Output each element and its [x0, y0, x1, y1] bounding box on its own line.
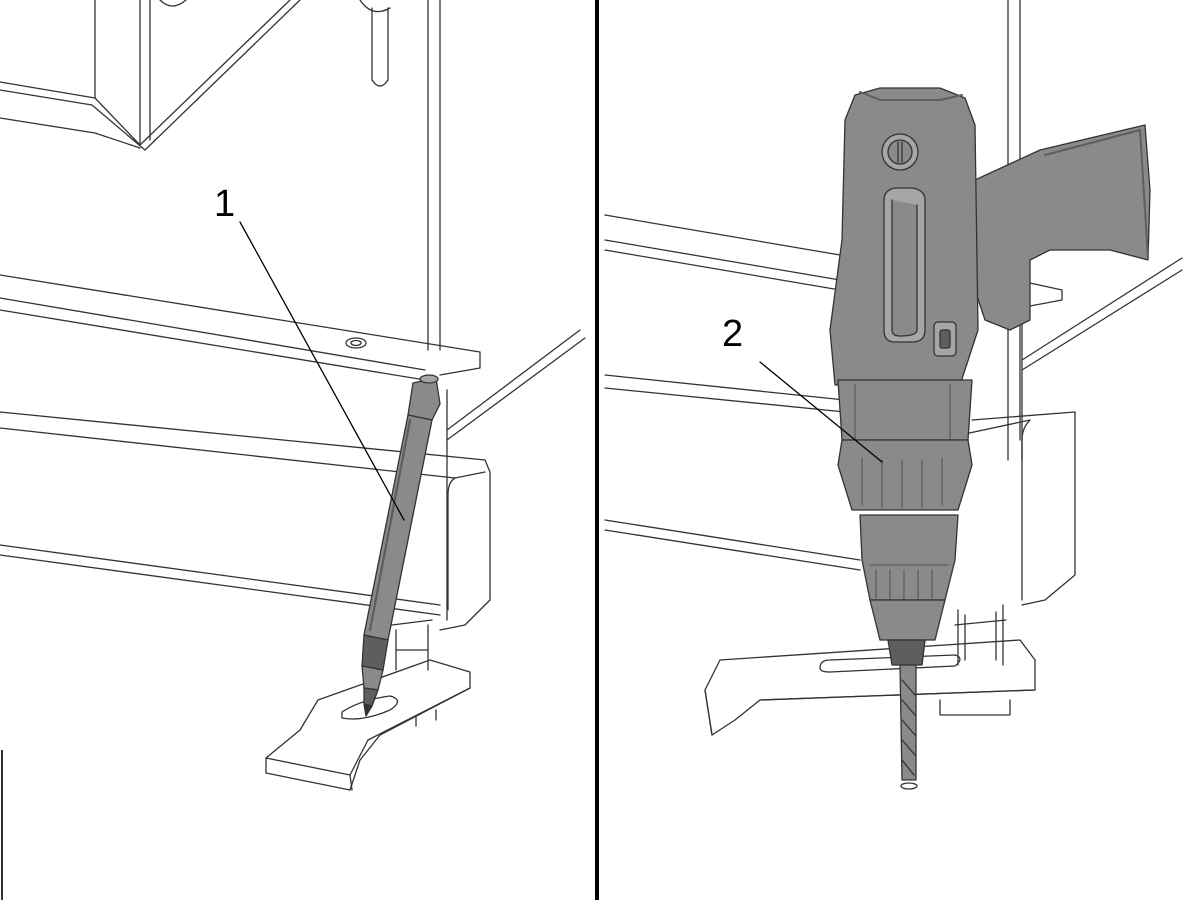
callout-label-1: 1	[214, 183, 235, 225]
right-foot-stud	[939, 604, 1011, 716]
right-clamp-plate	[704, 639, 1036, 736]
left-panel	[0, 0, 586, 791]
upper-housing	[0, 0, 391, 151]
left-foot-stud	[391, 619, 433, 671]
right-rail	[604, 374, 1076, 606]
callout-label-2: 2	[722, 313, 743, 355]
right-panel	[604, 0, 1183, 790]
left-clamp-plate	[265, 659, 471, 791]
marker-pen	[361, 374, 441, 717]
left-rail	[0, 411, 491, 631]
left-shelf	[0, 274, 586, 441]
power-drill	[829, 87, 1151, 790]
leader-line-2	[759, 361, 883, 463]
right-shelf	[604, 214, 1183, 371]
leader-line-1	[239, 221, 405, 521]
back-plate	[427, 0, 448, 621]
